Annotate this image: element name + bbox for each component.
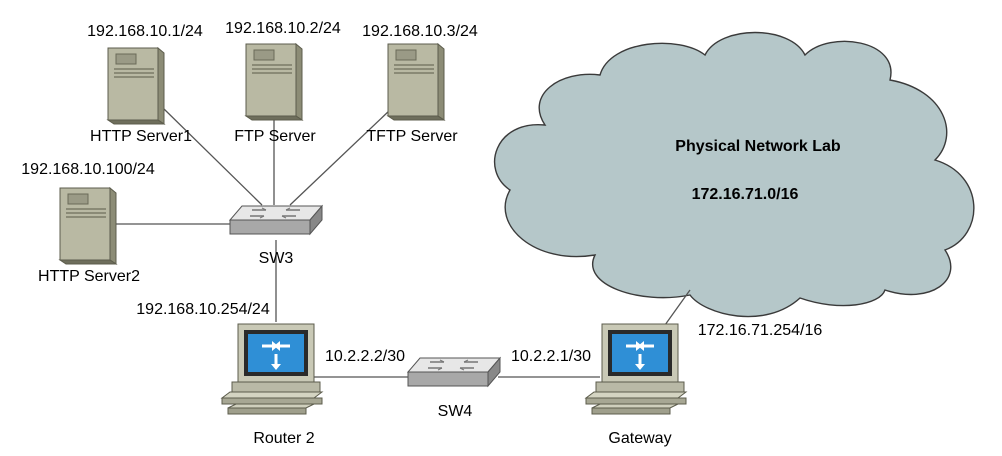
router-name-label: Router 2 [253, 430, 314, 447]
server-tower-icon [245, 43, 303, 121]
link-http1-sw3 [162, 107, 263, 206]
interface-sw3-router2-ip: 192.168.10.254/24 [136, 301, 270, 318]
server-name-label: TFTP Server [366, 128, 458, 145]
interface-sw4-gateway-ip: 10.2.2.1/30 [511, 348, 591, 365]
switch-sw3[interactable]: SW3 [229, 205, 323, 267]
router-gateway[interactable]: Gateway [584, 322, 688, 447]
server-http1[interactable]: 192.168.10.1/24 HTTP Server1 [87, 23, 203, 145]
link-tftp-sw3 [289, 109, 391, 206]
switch-sw4[interactable]: SW4 [407, 357, 501, 420]
server-tower-icon [59, 187, 117, 265]
server-name-label: FTP Server [234, 128, 316, 145]
switch-name-label: SW4 [438, 403, 473, 420]
router-workstation-icon [220, 322, 324, 416]
switch-icon [229, 205, 323, 235]
server-http2[interactable]: 192.168.10.100/24 HTTP Server2 [21, 161, 155, 285]
cloud-shape [493, 31, 975, 318]
interface-router2-sw4-ip: 10.2.2.2/30 [325, 348, 405, 365]
switch-name-label: SW3 [259, 250, 294, 267]
network-links [112, 107, 691, 378]
router-workstation-icon [584, 322, 688, 416]
router-name-label: Gateway [608, 430, 671, 447]
physical-network-cloud: Physical Network Lab 172.16.71.0/16 [493, 31, 975, 318]
router-router2[interactable]: Router 2 [220, 322, 324, 447]
server-ip-label: 192.168.10.1/24 [87, 23, 203, 40]
server-name-label: HTTP Server1 [90, 128, 192, 145]
interface-gateway-cloud-ip: 172.16.71.254/16 [698, 322, 823, 339]
link-gateway-cloud [664, 289, 691, 326]
server-tower-icon [107, 47, 165, 125]
server-name-label: HTTP Server2 [38, 268, 140, 285]
server-ip-label: 192.168.10.100/24 [21, 161, 155, 178]
cloud-title: Physical Network Lab [675, 138, 841, 155]
server-ftp[interactable]: 192.168.10.2/24 FTP Server [225, 20, 341, 145]
switch-icon [407, 357, 501, 387]
server-tftp[interactable]: 192.168.10.3/24 TFTP Server [362, 23, 478, 145]
server-ip-label: 192.168.10.3/24 [362, 23, 478, 40]
server-tower-icon [387, 43, 445, 121]
cloud-subnet: 172.16.71.0/16 [692, 186, 799, 203]
server-ip-label: 192.168.10.2/24 [225, 20, 341, 37]
